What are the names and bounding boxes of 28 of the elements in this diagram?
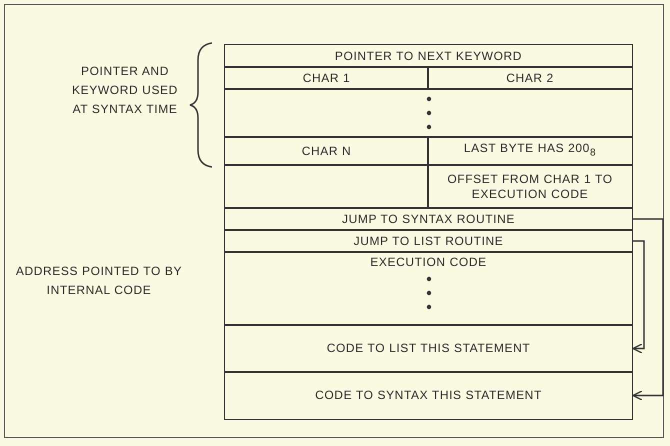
cell-text: LAST BYTE HAS 200$_{8}$ — [464, 141, 596, 161]
cell-text: CHAR 1 — [302, 70, 350, 86]
arrow — [632, 218, 664, 401]
empty-memory-cell — [224, 88, 633, 138]
cell-text: CHAR N — [302, 144, 352, 158]
cell-text: EXECUTION CODE — [370, 255, 487, 270]
cell-text: OFFSET FROM CHAR 1 TO EXECUTION CODE — [446, 172, 614, 202]
memory-cell — [427, 136, 633, 166]
cell-text: JUMP TO LIST ROUTINE — [354, 234, 504, 248]
cell-text: POINTER TO NEXT KEYWORD — [334, 48, 522, 64]
empty-memory-cell — [224, 164, 429, 209]
cell-text: CHAR 2 — [506, 70, 554, 86]
cell-text: CODE TO LIST THIS STATEMENT — [326, 341, 530, 356]
side-label: ADDRESS POINTED TO BY INTERNAL CODE — [14, 263, 184, 299]
memory-cell — [427, 164, 633, 209]
cell-text: CODE TO SYNTAX THIS STATEMENT — [315, 388, 542, 403]
memory-cell — [224, 371, 633, 420]
memory-cell — [224, 207, 633, 231]
memory-cell — [224, 324, 633, 373]
memory-cell — [427, 66, 633, 90]
cell-text: JUMP TO SYNTAX ROUTINE — [342, 212, 515, 226]
memory-cell — [224, 251, 633, 326]
arrow — [632, 240, 645, 354]
memory-cell — [224, 44, 633, 68]
memory-cell — [224, 66, 429, 90]
memory-cell — [224, 229, 633, 253]
side-label: POINTER AND KEYWORD USED AT SYNTAX TIME — [71, 63, 179, 118]
memory-cell — [224, 136, 429, 166]
